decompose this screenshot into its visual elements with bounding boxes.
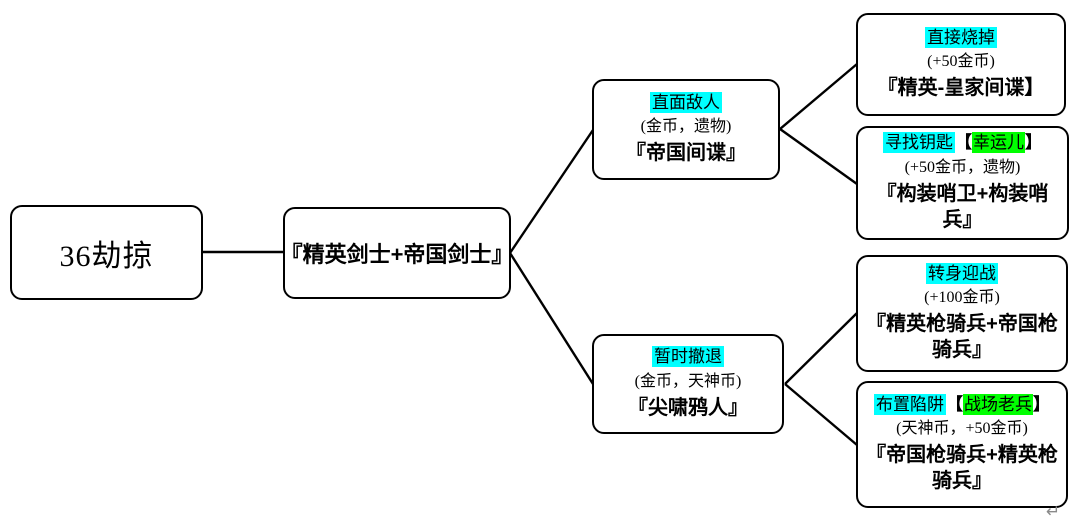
connector-encounter-retreat xyxy=(508,252,595,385)
event-title: 36劫掠 xyxy=(59,239,154,273)
connector-face-burn xyxy=(779,63,858,130)
node-outcome-find-key: 寻找钥匙【幸运儿】 (+50金币，遗物) 『构装哨卫+构装哨兵』 xyxy=(856,126,1069,240)
requirement-highlight: 战场老兵 xyxy=(963,393,1033,415)
encounter-title: 『精英剑士+帝国剑士』 xyxy=(280,242,514,267)
result-label: 『帝国间谍』 xyxy=(626,142,746,165)
outcome-action-line: 寻找钥匙【幸运儿】 xyxy=(883,132,1042,154)
choice-action-line: 暂时撤退 xyxy=(652,346,724,368)
node-outcome-trap: 布置陷阱【战场老兵】 (天神币，+50金币) 『帝国枪骑兵+精英枪骑兵』 xyxy=(856,381,1068,508)
connector-encounter-face xyxy=(509,129,594,254)
action-highlight: 寻找钥匙 xyxy=(883,132,955,154)
node-choice-retreat: 暂时撤退 (金币，天神币) 『尖啸鸦人』 xyxy=(592,334,784,434)
connector-retreat-fight xyxy=(784,312,858,385)
action-highlight: 暂时撤退 xyxy=(652,346,724,368)
reward-label: (金币，天神币) xyxy=(634,372,742,390)
outcome-action-line: 布置陷阱【战场老兵】 xyxy=(874,393,1050,415)
outcome-action-line: 转身迎战 xyxy=(926,262,998,284)
reward-label: (+50金币) xyxy=(927,53,995,71)
result-label: 『构装哨卫+构装哨兵』 xyxy=(876,182,1049,231)
choice-action-line: 直面敌人 xyxy=(650,91,722,113)
result-label: 『帝国枪骑兵+精英枪骑兵』 xyxy=(866,444,1058,493)
reward-label: (+50金币，遗物) xyxy=(904,158,1021,176)
reward-label: (金币，遗物) xyxy=(640,118,732,136)
reward-label: (天神币，+50金币) xyxy=(896,420,1028,438)
requirement-highlight: 幸运儿 xyxy=(972,132,1025,154)
node-encounter: 『精英剑士+帝国剑士』 xyxy=(280,207,514,299)
result-label: 『尖啸鸦人』 xyxy=(628,396,748,419)
node-outcome-fight: 转身迎战 (+100金币) 『精英枪骑兵+帝国枪骑兵』 xyxy=(856,255,1068,372)
requirement-bracket-close: 】 xyxy=(1025,133,1042,153)
requirement-bracket-close: 】 xyxy=(1033,394,1050,414)
connector-retreat-trap xyxy=(784,383,858,446)
action-highlight: 布置陷阱 xyxy=(874,393,946,415)
action-highlight: 直面敌人 xyxy=(650,91,722,113)
connector-face-findkey xyxy=(779,128,858,185)
action-highlight: 直接烧掉 xyxy=(925,26,997,48)
action-highlight: 转身迎战 xyxy=(926,262,998,284)
requirement-bracket-open: 【 xyxy=(946,394,963,414)
node-outcome-burn: 直接烧掉 (+50金币) 『精英-皇家间谍】 xyxy=(856,13,1066,116)
outcome-action-line: 直接烧掉 xyxy=(925,26,997,48)
requirement-bracket-open: 【 xyxy=(955,133,972,153)
result-label: 『精英枪骑兵+帝国枪骑兵』 xyxy=(866,313,1058,362)
node-root-event: 36劫掠 xyxy=(10,205,203,300)
reward-label: (+100金币) xyxy=(924,289,1000,307)
node-choice-face-enemy: 直面敌人 (金币，遗物) 『帝国间谍』 xyxy=(592,79,780,180)
result-label: 『精英-皇家间谍】 xyxy=(877,77,1045,100)
paragraph-return-mark: ↵ xyxy=(1046,502,1061,522)
